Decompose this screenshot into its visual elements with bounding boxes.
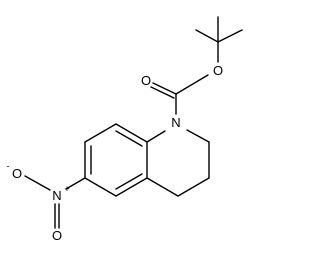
atom-labels: O O N O - N + O [7, 63, 224, 243]
bond-c6-c5 [84, 177, 117, 197]
bond-inner-c5-c4a [115, 173, 143, 190]
bond-tbu-methyl-right [217, 29, 243, 43]
bond-ring-nitro-n [65, 177, 86, 190]
atom-nitro-oxygen-minus: O [12, 166, 22, 181]
bond-c8a-n [146, 130, 166, 143]
atom-ester-oxygen: O [213, 63, 223, 78]
atom-nitro-nitrogen: N [52, 188, 61, 203]
bond-c8a-c8 [115, 123, 148, 143]
bond-n-c2 [186, 129, 210, 143]
atom-ring-nitrogen: N [171, 115, 180, 130]
bond-carbonyl-double-1 [152, 82, 177, 95]
atom-carbonyl-oxygen: O [141, 73, 151, 88]
bond-c8-c7 [84, 123, 117, 143]
atom-nitro-double-oxygen: O [52, 228, 62, 243]
bond-tbu-methyl-left [195, 29, 219, 43]
bond-c5-c4a [115, 177, 148, 197]
charge-plus: + [64, 184, 69, 194]
bond-lines [24, 16, 243, 229]
charge-minus: - [7, 161, 10, 171]
molecule-canvas: O O N O - N + O [7, 16, 243, 243]
bond-nitro-n-o-minus [24, 175, 51, 191]
bond-oxygen-carbonyl-carbon [175, 74, 209, 95]
bond-carbonyl-double-2 [150, 86, 175, 99]
bond-c4-c4a [146, 177, 179, 197]
bond-inner-c8a-c8 [115, 130, 143, 147]
bond-c3-c4 [177, 177, 210, 197]
structure-drawing: O O N O - N + O [7, 16, 243, 243]
